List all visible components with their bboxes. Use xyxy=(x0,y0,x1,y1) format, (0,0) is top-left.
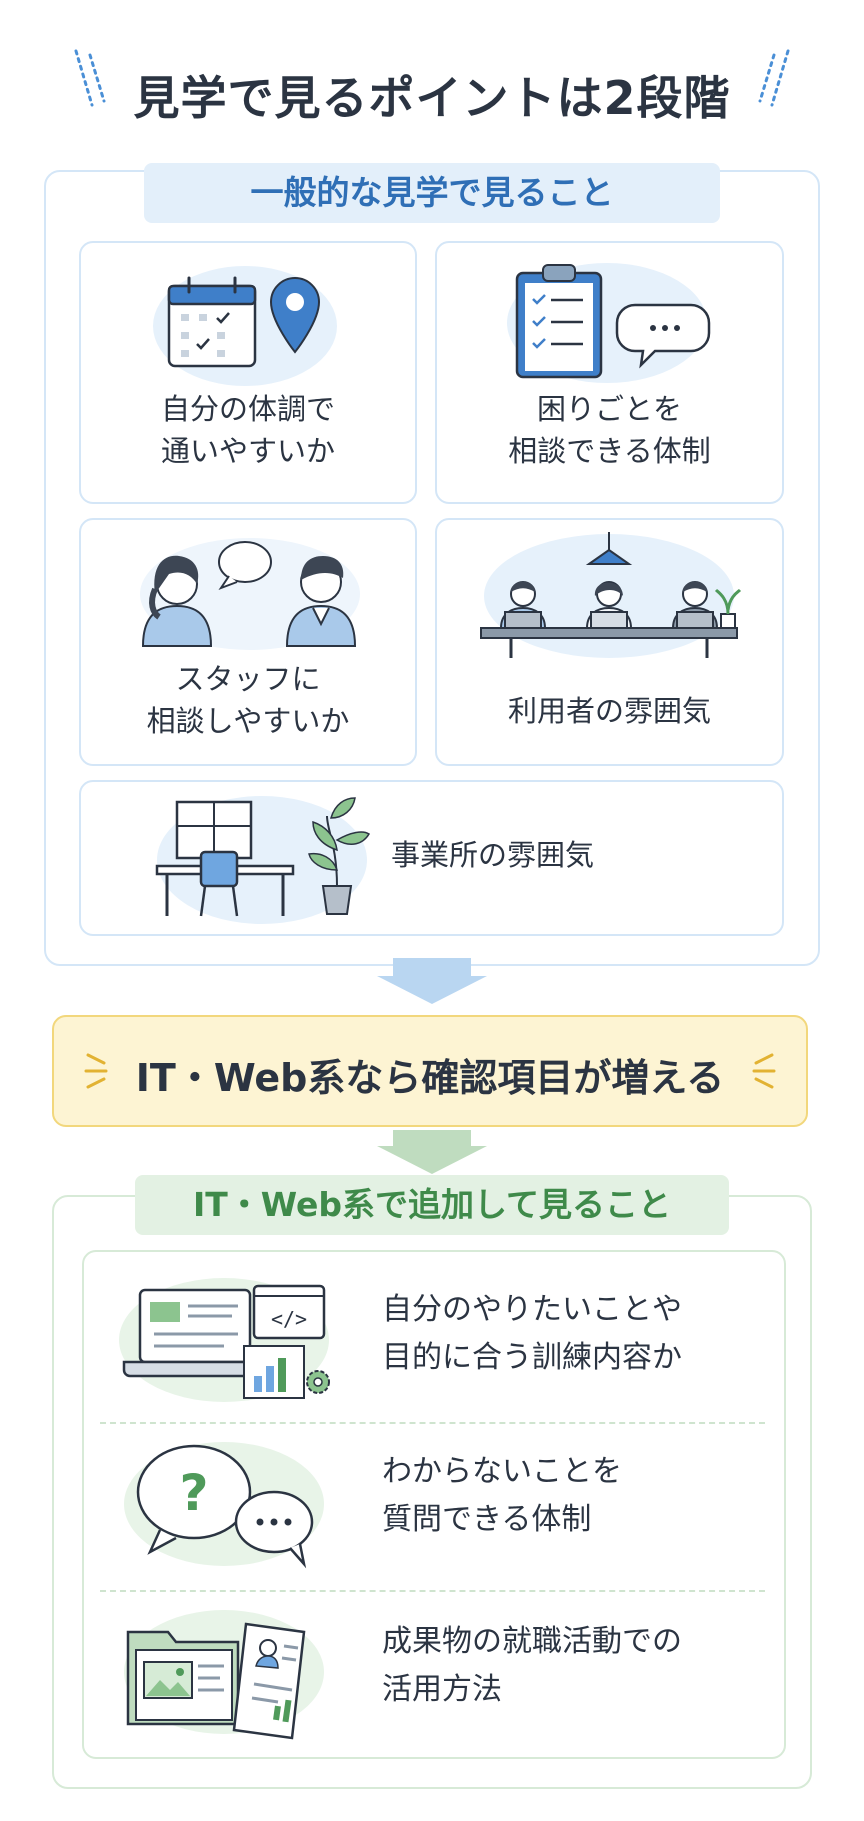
question-chat-icon: ? xyxy=(124,1442,324,1569)
general-item-label: 自分の体調で 通いやすいか xyxy=(160,392,335,468)
right-accent-lines-icon xyxy=(758,49,790,107)
banner-spark-left-icon xyxy=(84,1053,108,1089)
itweb-banner: IT・Web系なら確認項目が増える xyxy=(52,1015,808,1127)
staff-conversation-icon xyxy=(140,538,360,650)
svg-text:?: ? xyxy=(179,1464,208,1522)
itweb-card: </> 自分のやりたいことや 目的に合う訓練内容か ? わからないことを 質問で… xyxy=(82,1250,786,1759)
row-divider xyxy=(100,1422,765,1424)
down-arrow-blue-icon xyxy=(377,958,487,1004)
general-card-staff: スタッフに 相談しやすいか xyxy=(79,518,417,766)
office-workers-icon xyxy=(480,532,742,658)
general-item-label: 困りごとを 相談できる体制 xyxy=(508,392,711,468)
office-desk-plant-icon xyxy=(155,796,371,924)
row-divider xyxy=(100,1590,765,1592)
clipboard-chat-icon xyxy=(507,263,711,383)
itweb-item-label: 自分のやりたいことや 目的に合う訓練内容か xyxy=(382,1292,682,1375)
general-heading: 一般的な見学で見ること xyxy=(144,163,720,223)
general-card-office: 事業所の雰囲気 xyxy=(79,780,784,936)
left-accent-lines-icon xyxy=(74,49,106,107)
portfolio-resume-icon xyxy=(124,1610,324,1740)
general-card-commute: 自分の体調で 通いやすいか xyxy=(79,241,417,504)
itweb-heading: IT・Web系で追加して見ること xyxy=(135,1175,729,1235)
banner-text: IT・Web系なら確認項目が増える xyxy=(135,1056,725,1100)
itweb-item-label: わからないことを 質問できる体制 xyxy=(382,1454,622,1537)
page-title: 見学で見るポイントは2段階 xyxy=(133,71,731,125)
svg-text:</>: </> xyxy=(271,1307,307,1331)
calendar-location-icon xyxy=(153,266,337,386)
general-item-label: 事業所の雰囲気 xyxy=(391,838,595,872)
general-item-label: スタッフに 相談しやすいか xyxy=(146,662,350,738)
general-card-consult-system: 困りごとを 相談できる体制 xyxy=(435,241,784,504)
itweb-item-label: 成果物の就職活動での 活用方法 xyxy=(382,1624,682,1707)
down-arrow-green-icon xyxy=(377,1130,487,1174)
banner-spark-right-icon xyxy=(752,1053,776,1089)
general-item-label: 利用者の雰囲気 xyxy=(507,694,711,728)
general-card-users: 利用者の雰囲気 xyxy=(435,518,784,766)
laptop-code-chart-icon: </> xyxy=(119,1278,330,1402)
